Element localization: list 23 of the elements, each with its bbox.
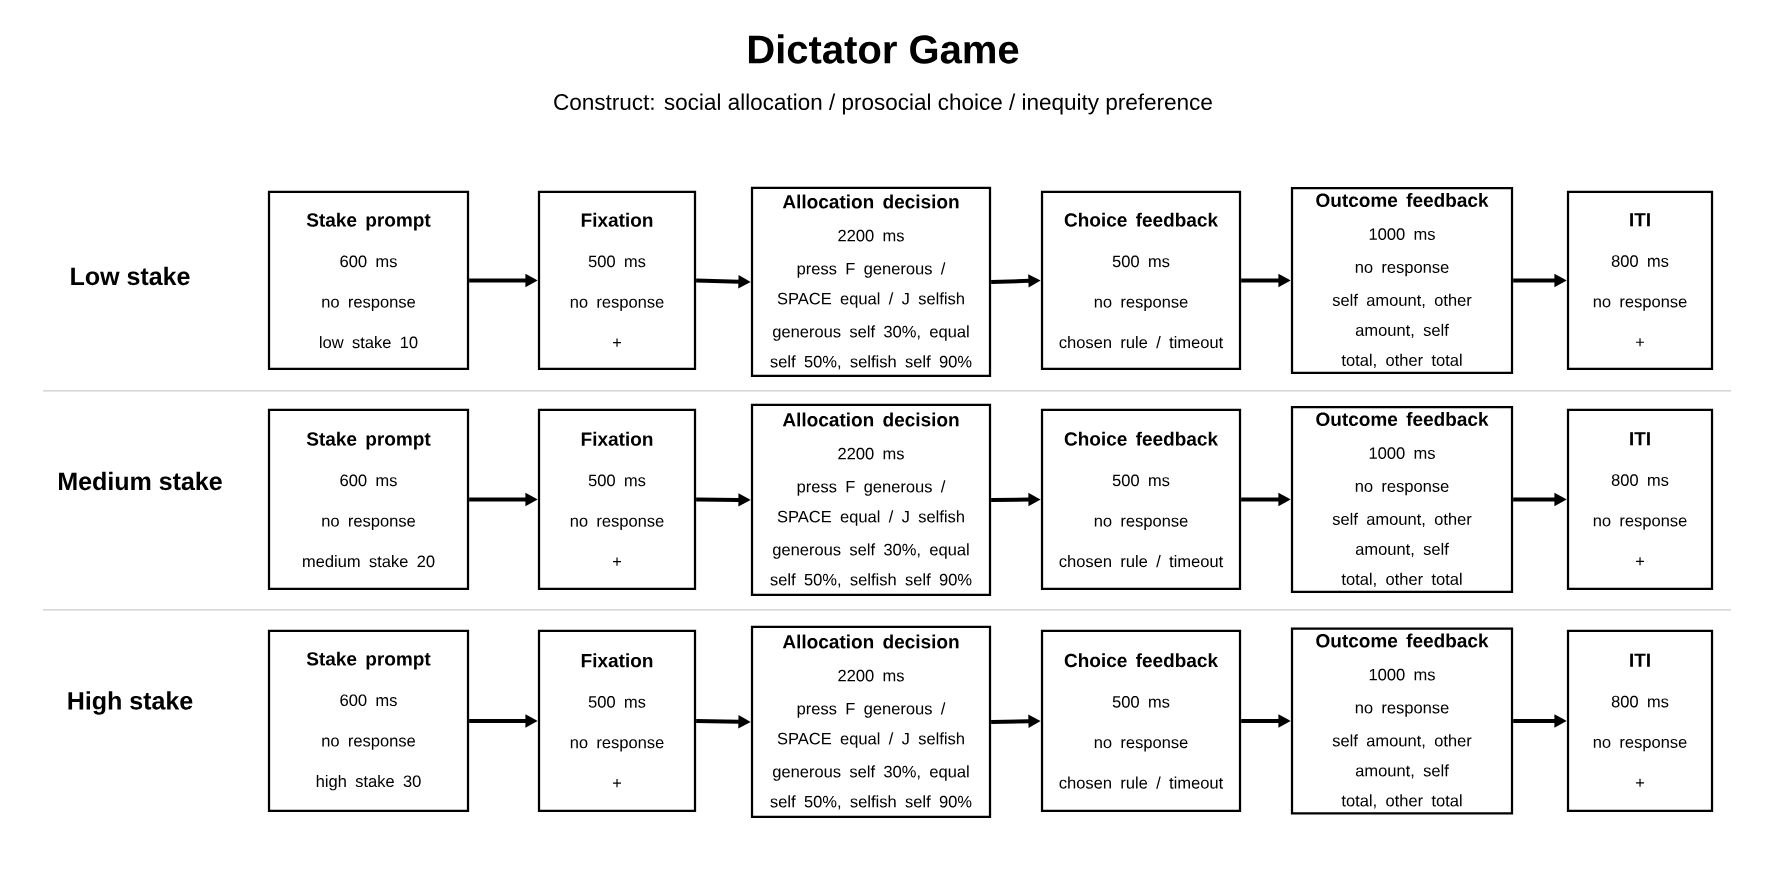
stage-box: ITI 800 ms no response + bbox=[1566, 190, 1714, 371]
stage-box: Stake prompt 600 ms no response high stake 30 bbox=[267, 629, 470, 813]
stage-box: Allocation decision 2200 ms press F generous / SPACE equal / J selfish generous self 30%, equal self 50%, selfish self 90% bbox=[750, 625, 992, 819]
stage-box: ITI 800 ms no response + bbox=[1566, 629, 1714, 813]
stage-box: ITI 800 ms no response + bbox=[1566, 408, 1714, 591]
stage-box: Stake prompt 600 ms no response low stake 10 bbox=[267, 190, 470, 371]
stage-box: Fixation 500 ms no response + bbox=[537, 629, 697, 813]
stage-box: Choice feedback 500 ms no response chosen rule / timeout bbox=[1040, 629, 1242, 813]
row-label: High stake bbox=[68, 691, 193, 715]
stage-box: Outcome feedback 1000 ms no response self amount, other amount, self total, other total bbox=[1290, 627, 1514, 815]
stage-box: Allocation decision 2200 ms press F generous / SPACE equal / J selfish generous self 30%, equal self 50%, selfish self 90% bbox=[750, 403, 992, 597]
stage-box: Fixation 500 ms no response + bbox=[537, 190, 697, 371]
stage-box: Choice feedback 500 ms no response chosen rule / timeout bbox=[1040, 408, 1242, 591]
stage-box: Choice feedback 500 ms no response chosen rule / timeout bbox=[1040, 190, 1242, 371]
stage-box: Allocation decision 2200 ms press F generous / SPACE equal / J selfish generous self 30%, equal self 50%, selfish self 90% bbox=[750, 186, 992, 378]
stage-box: Stake prompt 600 ms no response medium stake 20 bbox=[267, 408, 470, 591]
subtitle: Construct: social allocation / prosocial choice / inequity preference bbox=[554, 93, 1212, 115]
stage-box: Fixation 500 ms no response + bbox=[537, 408, 697, 591]
row-label: Low stake bbox=[71, 266, 190, 286]
stage-box: Outcome feedback 1000 ms no response self amount, other amount, self total, other total bbox=[1290, 186, 1514, 375]
row-label: Medium stake bbox=[59, 471, 222, 491]
stage-box: Outcome feedback 1000 ms no response self amount, other amount, self total, other total bbox=[1290, 405, 1514, 594]
title: Dictator Game bbox=[748, 34, 1019, 64]
